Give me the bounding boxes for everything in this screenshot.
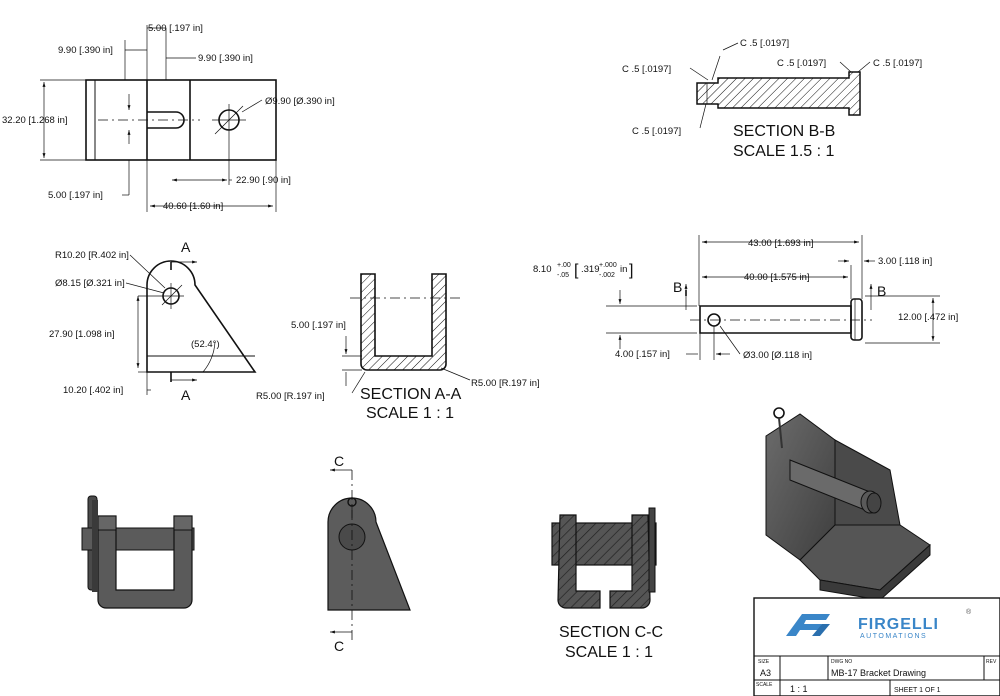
cut-label-a-bottom: A [181,387,191,403]
section-aa-scale: SCALE 1 : 1 [366,405,454,422]
svg-text:+.00: +.00 [557,262,571,269]
dim-height: 32.20 [1.268 in] [2,115,68,126]
sheet-value: SHEET 1 OF 1 [894,687,941,694]
dim-radius: R10.20 [R.402 in] [55,250,129,261]
svg-text:-.05: -.05 [557,272,569,279]
dim-bottom: 10.20 [.402 in] [63,385,123,396]
brand-sub: AUTOMATIONS [860,633,927,640]
firgelli-logo: FIRGELLI AUTOMATIONS ® [786,608,972,640]
dim-hole: Ø9.90 [Ø.390 in] [265,96,335,107]
section-cc: SECTION C-C SCALE 1 : 1 [551,507,663,661]
dim-right: 9.90 [.390 in] [198,53,253,64]
dim-head: 3.00 [.118 in] [878,256,932,267]
dim-length: 40.60 [1.60 in] [163,201,223,212]
dim-overall: 43.00 [1.693 in] [748,238,814,249]
cut-label-c-bottom: C [334,638,344,654]
side-view-shaded: C C [327,453,411,654]
dim-left: 9.90 [.390 in] [58,45,113,56]
rev-label: REV [986,659,997,665]
cut-label-b-left: B [673,279,682,295]
cut-label-b-right: B [877,283,886,299]
section-aa-title: SECTION A-A [360,386,462,403]
svg-text:8.10: 8.10 [533,264,552,275]
chamfer-5: C .5 [.0197] [632,126,681,137]
plan-view: 5.00 [.197 in] 9.90 [.390 in] 9.90 [.390… [2,23,335,212]
dim-bottom-slot: 5.00 [.197 in] [48,190,103,201]
section-cc-scale: SCALE 1 : 1 [565,644,653,661]
dim-r-left: R5.00 [R.197 in] [256,391,325,402]
size-value: A3 [760,668,771,678]
svg-text:]: ] [629,262,633,279]
dwg-value: MB-17 Bracket Drawing [831,668,926,678]
section-bb: C .5 [.0197] C .5 [.0197] C .5 [.0197] C… [622,38,922,160]
scale-value: 1 : 1 [790,684,808,694]
svg-text:®: ® [966,608,972,616]
dim-head-dia: 12.00 [.472 in] [898,312,958,323]
cut-label-a-top: A [181,239,191,255]
svg-text:in: in [620,264,627,275]
dim-height: 27.90 [1.098 in] [49,329,115,340]
front-view-shaded [81,495,195,609]
dim-diameter-tolerance: 8.10 +.00 -.05 [ .319 +.000 -.002 in ] [533,262,633,279]
title-block: FIRGELLI AUTOMATIONS ® SIZE A3 DWG NO MB… [753,597,1000,696]
dim-hole: Ø8.15 [Ø.321 in] [55,278,125,289]
dim-angle: (52.4°) [191,339,220,350]
section-cc-title: SECTION C-C [559,624,663,641]
section-bb-scale: SCALE 1.5 : 1 [733,143,834,160]
cut-label-c-top: C [334,453,344,469]
dim-hole-offset: 4.00 [.157 in] [615,349,670,360]
chamfer-1: C .5 [.0197] [740,38,789,49]
dwg-label: DWG NO [831,659,852,665]
dim-inner: 40.00 [1.575 in] [744,272,810,283]
svg-text:+.000: +.000 [599,262,617,269]
dim-r-right: R5.00 [R.197 in] [471,378,540,389]
dim-hole: Ø3.00 [Ø.118 in] [743,350,812,361]
svg-text:[: [ [574,262,579,279]
section-aa: 5.00 [.197 in] R5.00 [R.197 in] R5.00 [R… [256,273,540,422]
dim-hole-pos: 22.90 [.90 in] [236,175,291,186]
chamfer-4: C .5 [.0197] [873,58,922,69]
svg-text:-.002: -.002 [599,272,615,279]
dim-thickness: 5.00 [.197 in] [291,320,346,331]
pin-view: B B 43.00 [1.693 in] 40.00 [1.575 in] 3.… [533,235,958,361]
chamfer-2: C .5 [.0197] [622,64,671,75]
dim-top-slot: 5.00 [.197 in] [148,23,203,34]
svg-text:.319: .319 [581,264,600,275]
chamfer-3: C .5 [.0197] [777,58,826,69]
brand-name: FIRGELLI [858,616,939,633]
scale-label: SCALE [756,682,773,688]
section-bb-title: SECTION B-B [733,123,835,140]
size-label: SIZE [758,659,770,665]
side-view: A A R10.20 [R.402 in] Ø8.15 [Ø.321 in] 2… [49,239,257,403]
isometric-view [765,407,931,601]
